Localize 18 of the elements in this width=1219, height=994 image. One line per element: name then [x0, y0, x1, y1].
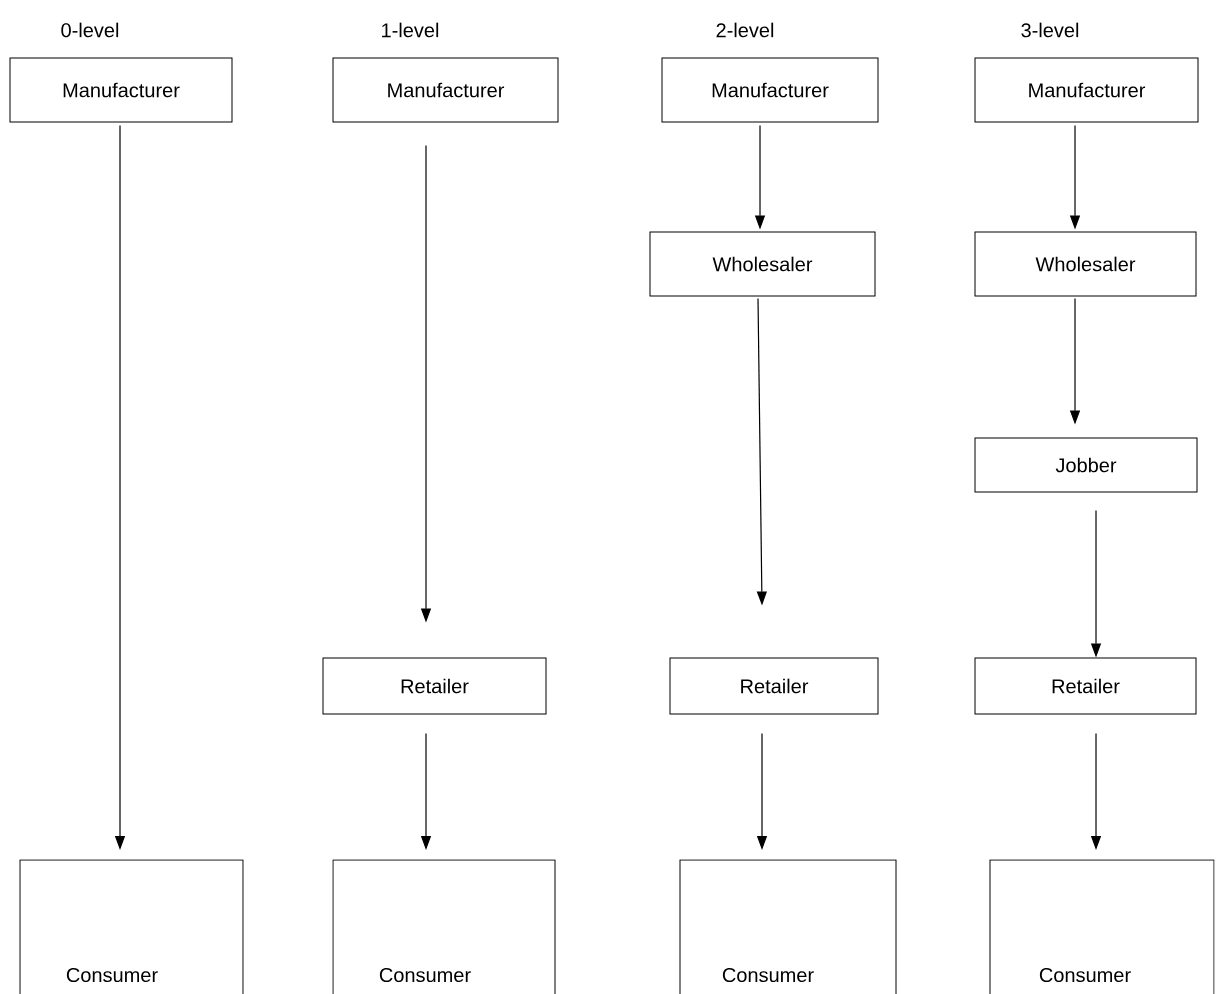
process-box: Wholesaler	[974, 231, 1197, 297]
process-box: Manufacturer	[974, 57, 1199, 123]
process-box: Manufacturer	[9, 57, 233, 123]
process-box: Retailer	[322, 657, 547, 715]
process-box: Wholesaler	[649, 231, 876, 297]
level-label: 0-level	[61, 22, 119, 38]
process-box: Retailer	[974, 657, 1197, 715]
process-box: Jobber	[974, 437, 1198, 493]
process-box: Retailer	[669, 657, 879, 715]
level-label: 3-level	[1021, 22, 1079, 38]
consumer-box: Consumer	[332, 859, 556, 994]
consumer-box: Consumer	[19, 859, 244, 994]
process-box: Manufacturer	[661, 57, 879, 123]
level-label: 2-level	[716, 22, 774, 38]
consumer-box: Consumer	[989, 859, 1215, 994]
level-label: 1-level	[382, 22, 439, 38]
consumer-box: Consumer	[679, 859, 897, 994]
process-box: Manufacturer	[332, 57, 559, 123]
